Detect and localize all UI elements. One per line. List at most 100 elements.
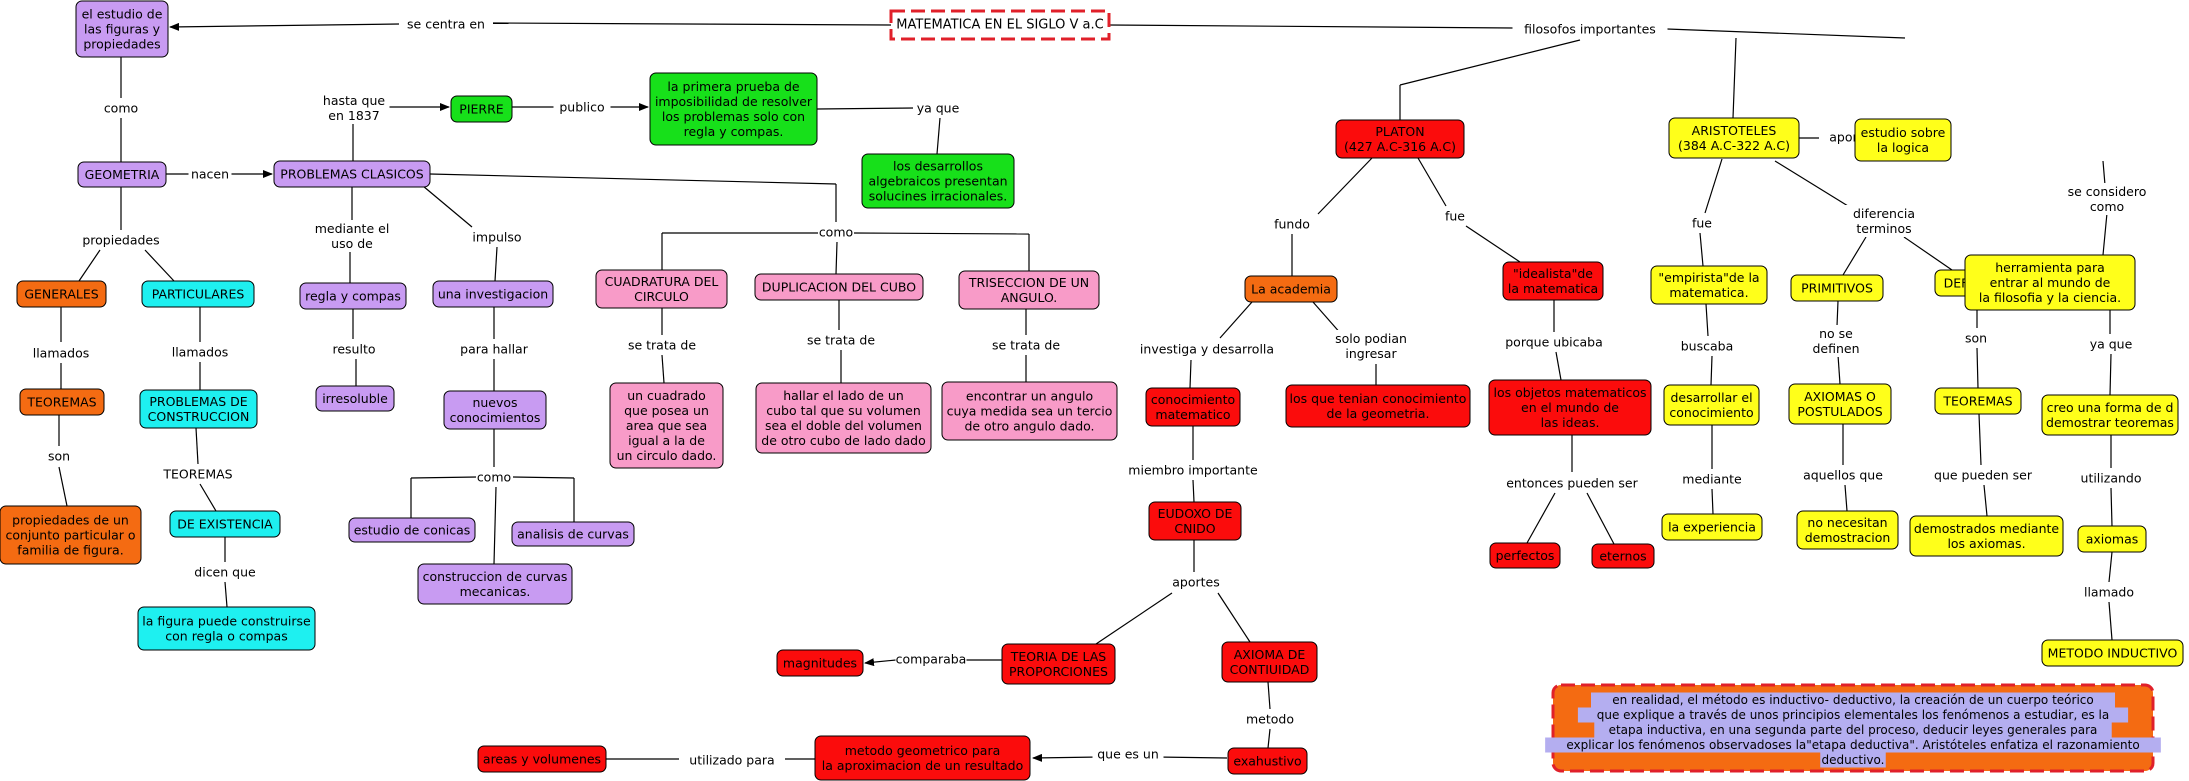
connector-line — [2108, 601, 2113, 641]
connector-line — [1976, 347, 1979, 389]
node-pierre[interactable]: PIERRE — [450, 95, 513, 123]
link-phrase-que-pueden-ser: que pueden ser — [1930, 466, 2036, 484]
connector-line — [1217, 592, 1251, 643]
link-phrase-text: nacen — [191, 167, 229, 182]
node-magnitudes[interactable]: magnitudes — [776, 649, 864, 677]
node-la-academia[interactable]: La academia — [1244, 275, 1338, 303]
connector-line — [1710, 355, 1713, 386]
node-una-investigacion[interactable]: una investigacion — [432, 280, 554, 308]
node-text: propiedades — [83, 37, 160, 52]
link-phrase-bg — [325, 340, 383, 358]
title-node[interactable]: MATEMATICA EN EL SIGLO V a.C — [889, 9, 1111, 41]
node-la-experiencia[interactable]: la experiencia — [1661, 513, 1763, 541]
link-phrase-text: se trata de — [628, 338, 696, 353]
connector-line — [169, 22, 400, 31]
node-metodo-inductivo[interactable]: METODO INDUCTIVO — [2041, 639, 2184, 667]
node-de-existencia[interactable]: DE EXISTENCIA — [169, 510, 281, 538]
node-box — [0, 505, 142, 565]
node-teoremas-izq[interactable]: TEOREMAS — [19, 388, 105, 416]
note-box[interactable]: en realidad, el método es inductivo- ded… — [1545, 683, 2161, 773]
node-eternos[interactable]: eternos — [1591, 543, 1655, 569]
node-aristoteles[interactable]: ARISTOTELES(384 A.C-322 A.C) — [1668, 117, 1800, 159]
node-problemas-clasicos[interactable]: PROBLEMAS CLASICOS — [273, 160, 431, 188]
node-box — [861, 153, 1015, 209]
note-line: que explique a través de unos principios… — [1597, 708, 2109, 722]
link-phrase-bg — [1680, 470, 1744, 488]
node-box — [1488, 379, 1652, 436]
node-analisis-curvas[interactable]: analisis de curvas — [511, 521, 635, 547]
link-phrase-se-centra-en: se centra en — [400, 15, 492, 33]
link-phrase-son-1: son — [44, 447, 74, 465]
connector-line — [1555, 351, 1562, 381]
link-phrase-text: entonces pueden ser — [1506, 476, 1638, 491]
node-box — [776, 649, 864, 677]
node-generales[interactable]: GENERALES — [16, 280, 107, 308]
node-text: las figuras y — [84, 22, 161, 37]
node-platon[interactable]: PLATON(427 A.C-316 A.C) — [1335, 119, 1465, 159]
node-box — [595, 269, 728, 309]
connector-line — [1108, 24, 1514, 29]
node-perfectos[interactable]: perfectos — [1489, 542, 1561, 569]
node-text: no necesitan — [1807, 515, 1887, 530]
link-phrase-text: fue — [1692, 216, 1712, 231]
node-text: exahustivo — [1233, 754, 1301, 769]
node-axiomas[interactable]: axiomas — [2077, 525, 2147, 553]
node-text: de otro angulo dado. — [964, 419, 1094, 434]
node-box — [941, 381, 1118, 441]
node-text: nuevos — [472, 395, 517, 410]
node-primitivos[interactable]: PRIMITIVOS — [1790, 274, 1884, 302]
node-irresoluble[interactable]: irresoluble — [315, 385, 395, 412]
link-phrase-aquellos-que: aquellos que — [1797, 466, 1889, 484]
node-text: metodo geometrico para — [845, 743, 1001, 758]
node-text: La academia — [1251, 282, 1331, 297]
title-text: MATEMATICA EN EL SIGLO V a.C — [896, 18, 1103, 33]
node-particulares[interactable]: PARTICULARES — [141, 280, 255, 308]
node-duplicacion[interactable]: DUPLICACION DEL CUBO — [754, 273, 924, 301]
node-box — [755, 382, 932, 454]
link-phrase-bg — [1126, 461, 1260, 479]
link-phrase-text: TEOREMAS — [162, 467, 232, 482]
node-regla-compas[interactable]: regla y compas — [299, 282, 407, 310]
node-teoremas-der[interactable]: TEOREMAS — [1934, 387, 2022, 415]
link-phrase-bg — [309, 220, 395, 252]
note-line-highlight — [1820, 752, 1886, 768]
node-text: un circulo dado. — [617, 448, 717, 463]
link-phrase-bg — [189, 563, 261, 581]
connector-line — [1836, 300, 1839, 327]
node-exahustivo[interactable]: exahustivo — [1227, 747, 1308, 775]
connector-line — [1317, 157, 1373, 215]
node-areas-volumenes[interactable]: areas y volumenes — [477, 745, 607, 773]
node-estudio-conicas[interactable]: estudio de conicas — [348, 517, 476, 543]
node-geometria[interactable]: GEOMETRIA — [77, 161, 167, 188]
link-phrase-text: se trata de — [807, 333, 875, 348]
